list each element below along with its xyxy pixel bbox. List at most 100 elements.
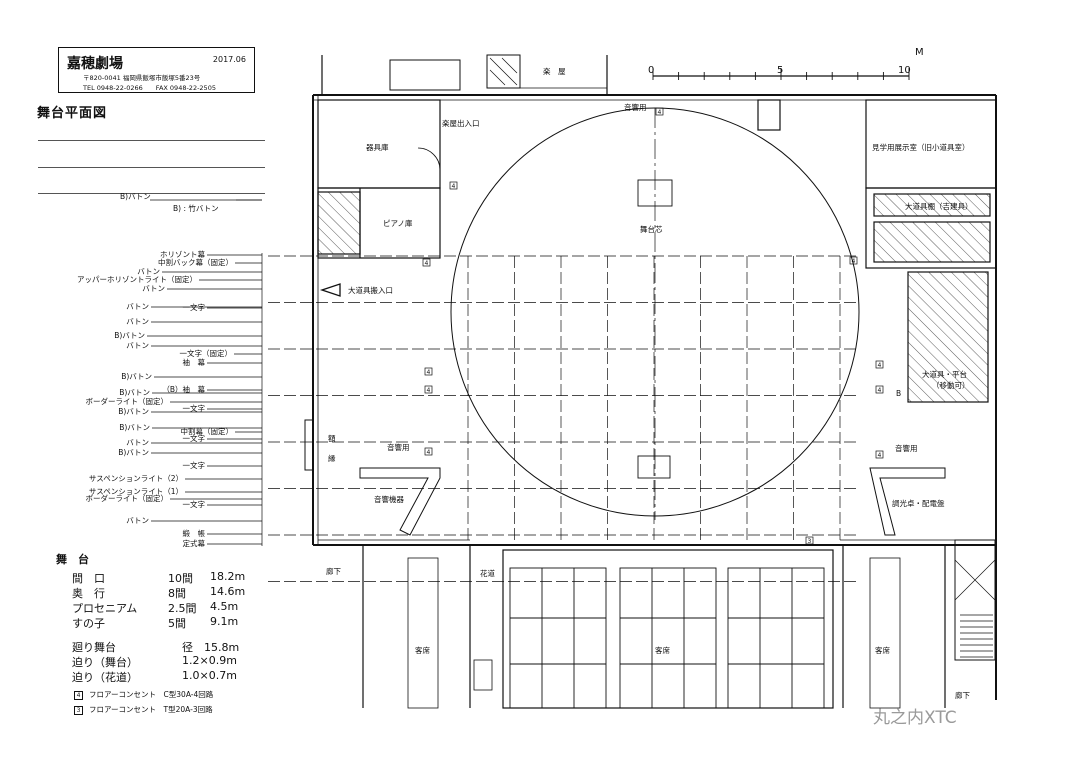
batten-label: アッパーホリゾントライト（固定）	[77, 275, 197, 284]
batten-label: 定式幕	[182, 539, 206, 548]
label-kengaku-room: 見学用展示室（旧小道具室）	[872, 142, 970, 152]
legend-text: フロアーコンセント C型30A-4回路	[89, 690, 214, 699]
label-b-mark: B	[896, 389, 901, 398]
batten-label: バトン	[126, 302, 149, 311]
floor-outlet-icon	[655, 107, 664, 116]
floor-outlet-icon	[424, 367, 433, 376]
floor-outlet-icon	[875, 360, 884, 369]
label-kyakuseki-left: 客席	[415, 645, 430, 655]
specs-heading: 舞 台	[56, 553, 89, 566]
note-line	[38, 140, 265, 141]
label-hanamichi: 花道	[480, 568, 495, 578]
label-idoka: （移動可）	[932, 380, 970, 390]
batten-label: 一文字	[182, 434, 206, 443]
batten-label: 一文字	[182, 404, 206, 413]
scale-5: 5	[777, 65, 783, 76]
label-roka-right: 廊下	[955, 690, 970, 700]
floor-outlet-icon	[875, 385, 884, 394]
spec-ken: 2.5間	[168, 602, 197, 615]
spec-label: 間 口	[72, 572, 105, 585]
note-line	[38, 167, 265, 168]
title-block: 嘉穂劇場 2017.06 〒820-0041 福岡県飯塚市飯塚5番23号 TEL…	[58, 47, 255, 93]
spec-label: 奥 行	[72, 587, 105, 600]
floor-outlet-mark: 4	[452, 183, 456, 190]
label-gaku: 額	[328, 433, 336, 443]
batten-label: B)バトン	[119, 388, 150, 397]
theater-phone: TEL 0948-22-0266 FAX 0948-22-2505	[83, 84, 216, 92]
label-odogu-hiradai: 大道具・平台	[922, 369, 967, 379]
spec-ken: 5間	[168, 617, 186, 630]
floor-outlet-icon	[424, 447, 433, 456]
scale-10: 10	[898, 65, 911, 76]
label-chokoutaku: 調光卓・配電盤	[892, 498, 945, 508]
spec-ken: 10間	[168, 572, 193, 585]
drawing-title: 舞台平面図	[37, 106, 108, 121]
floor-outlet-mark: 4	[427, 449, 431, 456]
batten-label: B)バトン	[118, 407, 149, 416]
theater-name: 嘉穂劇場	[67, 56, 123, 72]
spec-meter: 14.6m	[210, 585, 246, 598]
batten-label: 中割幕（固定）	[180, 427, 234, 436]
spec-label: すの子	[72, 617, 105, 630]
batten-label: バトン	[142, 284, 165, 293]
batten-label: B)バトン	[114, 331, 145, 340]
outlet-t-icon: 3	[74, 705, 83, 715]
floor-outlet-mark: 4	[878, 452, 882, 459]
spec-meter: 4.5m	[210, 600, 239, 613]
label-kiguko: 器具庫	[366, 142, 389, 152]
floor-outlet-mark: 4	[658, 109, 662, 116]
batten-label: （B）袖 幕	[162, 385, 205, 394]
label-roka-left: 廊下	[326, 566, 341, 576]
spec-meter: 18.2m	[210, 570, 246, 583]
watermark: 丸之内XTC	[873, 708, 957, 728]
batten-label: バトン	[126, 317, 149, 326]
spec-label: 廻り舞台	[72, 641, 116, 654]
theater-address: 〒820-0041 福岡県飯塚市飯塚5番23号	[83, 74, 201, 82]
floor-outlet-t-icon	[805, 536, 814, 545]
batten-label: サスペンションライト（1）	[88, 487, 183, 496]
outlet-c-icon: 4	[74, 690, 83, 700]
batten-label: 一文字	[182, 461, 206, 470]
floor-outlet-mark: 4	[427, 369, 431, 376]
batten-label: B)バトン	[121, 372, 152, 381]
label-piano-room: ピアノ庫	[383, 218, 413, 228]
spec-ken: 8間	[168, 587, 186, 600]
floor-outlet-icon	[849, 256, 858, 265]
batten-label-top: B)バトン	[120, 192, 151, 201]
label-onkyo-right: 音響用	[895, 443, 918, 453]
batten-label: 一文字	[182, 500, 206, 509]
label-kyakuseki-right: 客席	[875, 645, 890, 655]
batten-label: バトン	[137, 267, 160, 276]
label-en: 縁	[328, 453, 336, 463]
label-odogu-tana: 大道具棚（吉建具）	[905, 201, 973, 211]
label-gakuya-entrance: 楽屋出入口	[442, 118, 480, 128]
batten-label: ボーダーライト（固定）	[85, 397, 169, 406]
spec-value: 1.0×0.7m	[182, 669, 237, 682]
legend-item-c-outlet: 4 フロアーコンセント C型30A-4回路	[74, 689, 213, 700]
scale-0: 0	[648, 65, 654, 76]
note-line	[38, 193, 265, 194]
floor-outlet-mark: 4	[852, 258, 856, 265]
batten-label: 中割バック幕（固定）	[158, 258, 233, 267]
legend-text: フロアーコンセント T型20A-3回路	[89, 705, 213, 714]
label-onkyo-top: 音響用	[624, 102, 647, 112]
batten-label: サスペンションライト（2）	[88, 474, 183, 483]
legend-item-t-outlet: 3 フロアーコンセント T型20A-3回路	[74, 704, 213, 715]
batten-label: 一文字（固定）	[179, 349, 233, 358]
label-kyakuseki-center: 客席	[655, 645, 670, 655]
batten-label: バトン	[126, 516, 149, 525]
batten-label: 緞 帳	[182, 529, 206, 538]
batten-label: 一文字	[182, 303, 206, 312]
batten-label-top: B) : 竹バトン	[173, 204, 219, 213]
spec-label: 迫り（花道）	[72, 671, 138, 684]
batten-label: B)バトン	[118, 448, 149, 457]
floor-outlet-mark: 4	[425, 260, 429, 267]
floor-outlet-icon	[449, 181, 458, 190]
floor-outlet-icon	[424, 385, 433, 394]
spec-label: プロセニアム	[72, 602, 138, 615]
drawing-date: 2017.06	[212, 55, 246, 64]
batten-label: バトン	[126, 438, 149, 447]
spec-label: 迫り（舞台）	[72, 656, 138, 669]
floor-outlet-mark: 4	[878, 362, 882, 369]
